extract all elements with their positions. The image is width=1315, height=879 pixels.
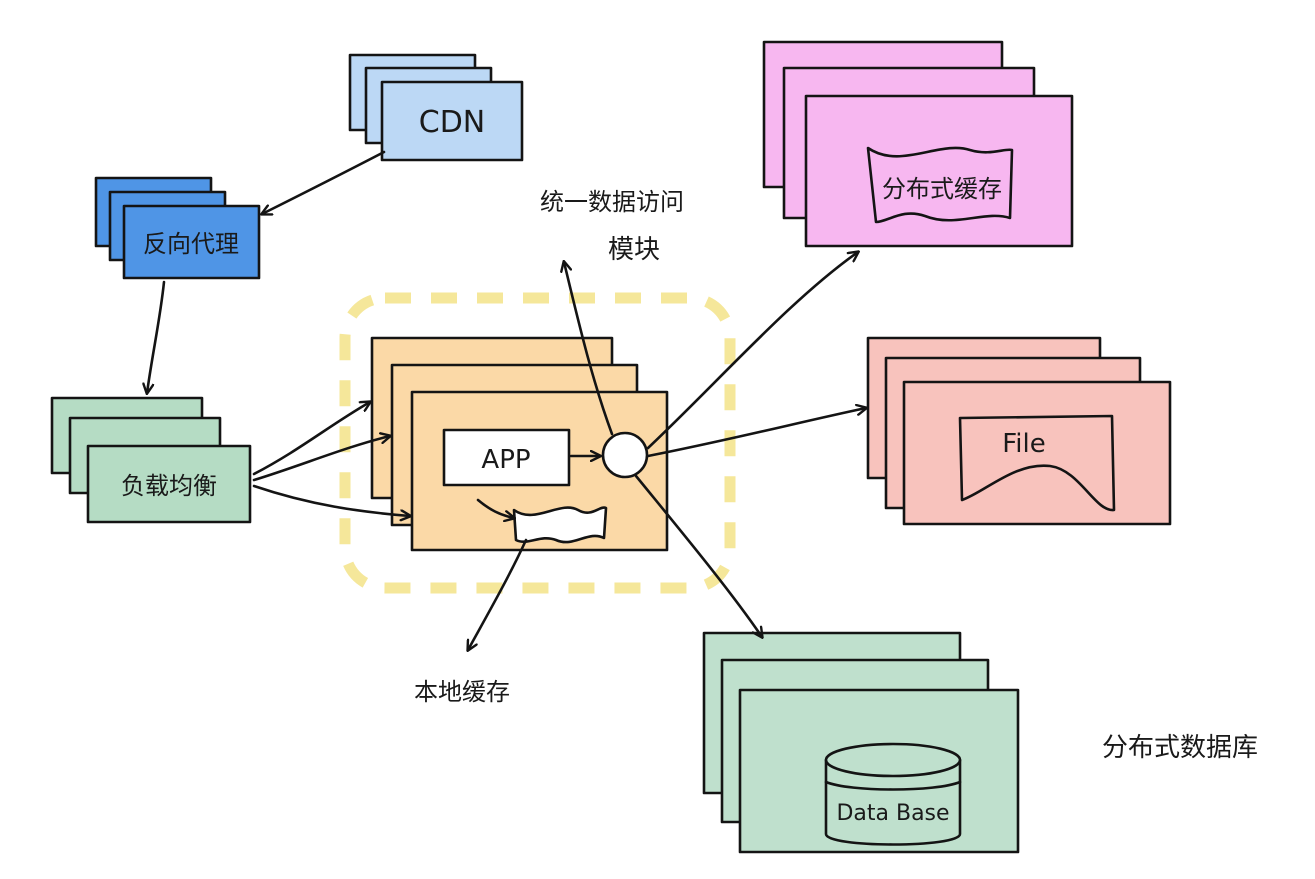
distributed-cache-label: 分布式缓存 — [882, 175, 1002, 203]
app-cluster-boundary — [339, 292, 736, 594]
data-access-node — [601, 431, 649, 479]
arrow-data-access-to-module-label — [564, 262, 614, 436]
reverse-proxy-stack: 反向代理 — [94, 176, 261, 280]
local-cache-shape — [512, 506, 608, 544]
app-label: APP — [481, 445, 530, 475]
arrow-lb-to-app-3 — [252, 484, 410, 516]
app-box — [442, 428, 571, 487]
load-balancer-stack: 负载均衡 — [50, 396, 252, 524]
cdn-label: CDN — [419, 105, 486, 140]
arrow-lb-to-app-1 — [252, 402, 370, 476]
distributed-cache-stack: 分布式缓存 — [762, 40, 1074, 248]
reverse-proxy-label: 反向代理 — [143, 230, 239, 258]
file-server-stack: File — [866, 336, 1172, 526]
arrow-app-to-local-cache — [476, 498, 514, 518]
arrow-to-database — [634, 474, 762, 637]
database-label: Data Base — [836, 801, 949, 826]
data-access-module-label-line1: 统一数据访问 — [540, 188, 684, 216]
connections — [147, 150, 866, 650]
arrow-to-distributed-cache — [646, 252, 858, 450]
arrow-lb-to-app-2 — [252, 436, 390, 482]
arrow-local-cache-to-label — [468, 538, 528, 650]
load-balancer-label: 负载均衡 — [121, 472, 217, 500]
local-cache-label: 本地缓存 — [414, 678, 510, 706]
arrow-cdn-to-proxy — [262, 150, 386, 214]
database-stack: Data Base — [702, 631, 1020, 854]
file-label: File — [1002, 429, 1046, 459]
arrow-to-file-server — [646, 408, 866, 458]
distributed-database-label: 分布式数据库 — [1102, 733, 1258, 763]
cdn-stack: CDN — [348, 53, 524, 162]
data-access-module-label-line2: 模块 — [608, 235, 660, 265]
arrow-proxy-to-load-balancer — [147, 280, 166, 393]
